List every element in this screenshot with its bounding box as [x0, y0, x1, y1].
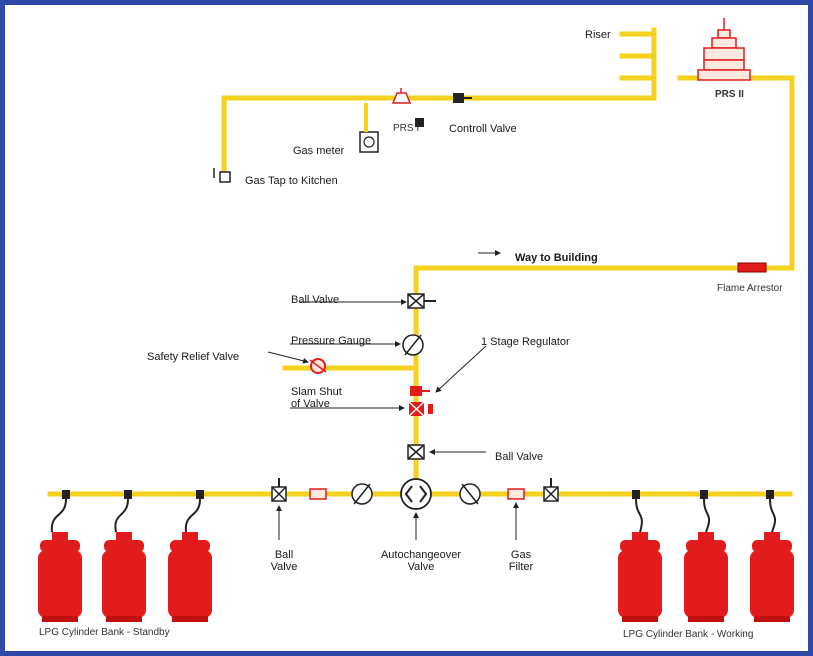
slam-shut-valve-label: Slam Shut of Valve [291, 386, 342, 410]
connector-icon [62, 490, 70, 499]
pipe-network [47, 27, 795, 497]
slam-shut-valve-icon [408, 401, 433, 417]
way-to-building-label: Way to Building [515, 252, 598, 264]
flame-arrestor-icon [737, 262, 767, 273]
leader-lines [267, 250, 519, 540]
gauge-left-icon [351, 483, 373, 505]
prs2-regulator-icon [697, 18, 751, 81]
bank-standby-label: LPG Cylinder Bank - Standby [39, 627, 170, 638]
riser-label: Riser [585, 29, 611, 41]
lpg-cylinder-icon [618, 532, 662, 622]
prs2-label: PRS II [715, 89, 744, 100]
lpg-cylinder-icon [684, 532, 728, 622]
lpg-cylinder-icon [38, 532, 82, 622]
connector-icon [766, 490, 774, 499]
building-supply-pipe [413, 75, 795, 271]
gauge-right-icon [459, 483, 481, 505]
gas-filter-label: Gas Filter [508, 549, 534, 573]
pressure-gauge-icon [402, 334, 424, 356]
lpg-cylinder-icon [750, 532, 794, 622]
autochangeover-valve-label: Autochangeover Valve [380, 549, 462, 573]
connector-icon [700, 490, 708, 499]
gas-meter-icon [359, 103, 379, 153]
cylinder-bank-standby [38, 532, 212, 622]
gas-meter-label: Gas meter [293, 145, 345, 157]
control-valve-label: Controll Valve [449, 123, 517, 135]
ball-valve-right-icon [543, 478, 559, 502]
ball-valve-bottom-icon [271, 478, 287, 502]
gas-tap-icon [213, 168, 231, 183]
ball-valve-top-label: Ball Valve [291, 294, 340, 306]
control-valve-icon [453, 93, 472, 103]
regulator-icon [410, 386, 430, 396]
cylinder-hoses [50, 498, 777, 533]
manifold-connectors [62, 490, 774, 499]
first-stage-regulator-label: 1 Stage Regulator [481, 336, 570, 348]
safety-relief-valve-label: Safety Relief Valve [147, 351, 240, 363]
lpg-cylinder-icon [102, 532, 146, 622]
connector-icon [196, 490, 204, 499]
lpg-cylinder-icon [168, 532, 212, 622]
ball-valve-mid-label: Ball Valve [495, 451, 544, 463]
ball-valve-bottom-label: Ball Valve [270, 549, 298, 573]
prs1-regulator-icon [391, 88, 412, 104]
gas-tap-label: Gas Tap to Kitchen [245, 175, 338, 187]
pressure-gauge-label: Pressure Gauge [291, 335, 372, 347]
connector-icon [632, 490, 640, 499]
regulator-leader [435, 345, 487, 393]
flame-arrestor-label: Flame Arrestor [717, 283, 783, 294]
ball-valve-top-icon [407, 293, 436, 309]
autochangeover-valve-icon [400, 478, 432, 510]
safety-relief-leader [267, 351, 309, 364]
ball-valve-mid-icon [407, 444, 425, 460]
safety-relief-valve-icon [309, 358, 327, 374]
gas-filter-icon [507, 488, 525, 500]
connector-icon [124, 490, 132, 499]
prs1-label: PRS I [393, 123, 420, 134]
prs1-valve-icon [415, 118, 424, 127]
cylinder-bank-working [618, 532, 794, 622]
bank-working-label: LPG Cylinder Bank - Working [623, 629, 754, 640]
lpg-piping-diagram [38, 18, 795, 622]
filter-left-icon [309, 488, 327, 500]
